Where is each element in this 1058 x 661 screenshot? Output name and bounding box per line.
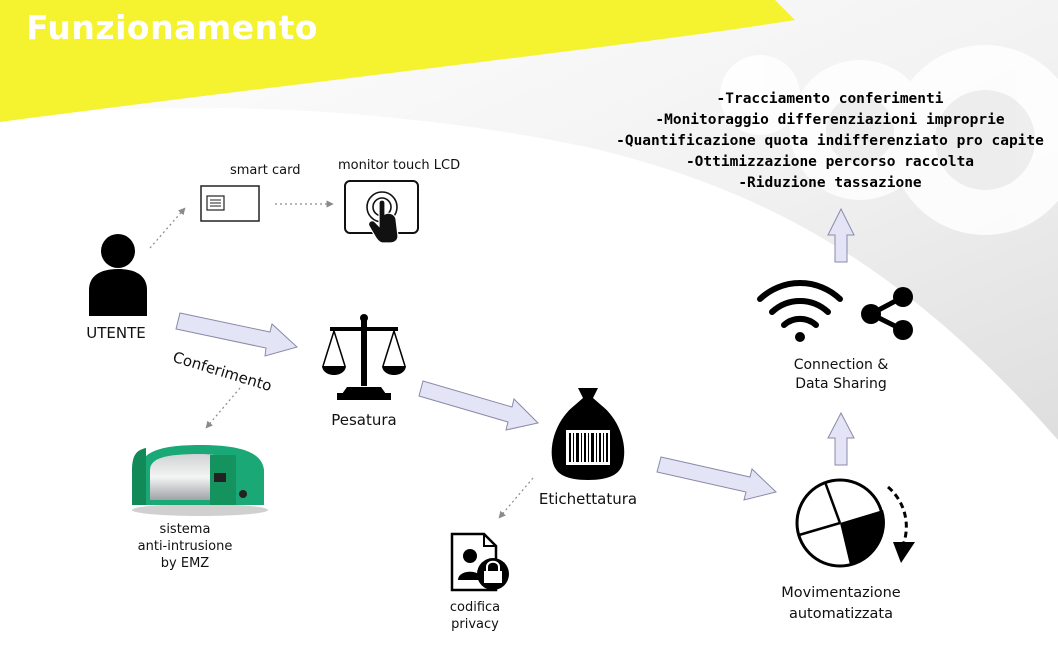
benefit-item: -Monitoraggio differenziazioni improprie (600, 110, 1058, 131)
utente-label: UTENTE (66, 325, 166, 342)
arrow-pesatura-etichettatura (419, 381, 538, 430)
sistema-line-2: anti-intrusione (120, 538, 250, 555)
scale-icon (322, 314, 406, 400)
sistema-line-1: sistema (120, 521, 250, 538)
benefit-item: -Quantificazione quota indifferenziato p… (600, 131, 1058, 152)
barcode-bag-icon (552, 388, 625, 480)
codifica-line-2: privacy (425, 616, 525, 633)
connection-line-1: Connection & (770, 356, 912, 375)
rotation-wheel-icon (797, 480, 915, 566)
person-icon (89, 234, 147, 316)
wifi-icon (760, 283, 840, 342)
codifica-line-1: codifica (425, 599, 525, 616)
connection-line-2: Data Sharing (770, 375, 912, 394)
connector-user-sistema (206, 388, 240, 428)
touch-monitor-icon (345, 181, 418, 243)
etichettatura-label: Etichettatura (528, 491, 648, 508)
monitor-label: monitor touch LCD (338, 157, 483, 174)
share-icon (861, 287, 913, 340)
privacy-document-icon (452, 534, 509, 590)
movimentazione-line-1: Movimentazione (766, 583, 916, 604)
arrow-up-connection (828, 413, 854, 465)
smart-card-icon (201, 186, 259, 221)
benefit-item: -Ottimizzazione percorso raccolta (600, 152, 1058, 173)
movimentazione-line-2: automatizzata (766, 604, 916, 625)
connection-label: Connection & Data Sharing (770, 356, 912, 394)
arrow-user-pesatura (176, 313, 297, 356)
bin-device-icon (132, 445, 268, 516)
sistema-line-3: by EMZ (120, 555, 250, 572)
movimentazione-label: Movimentazione automatizzata (766, 583, 916, 625)
arrow-etichettatura-movimentazione (657, 457, 776, 500)
benefit-item: -Tracciamento conferimenti (600, 89, 1058, 110)
pesatura-label: Pesatura (314, 412, 414, 429)
page-title: Funzionamento (26, 8, 318, 47)
connector-user-card (150, 208, 185, 248)
benefits-list: -Tracciamento conferimenti -Monitoraggio… (600, 89, 1058, 194)
codifica-label: codifica privacy (425, 599, 525, 633)
sistema-label: sistema anti-intrusione by EMZ (120, 521, 250, 572)
benefit-item: -Riduzione tassazione (600, 173, 1058, 194)
smart-card-label: smart card (230, 162, 330, 179)
